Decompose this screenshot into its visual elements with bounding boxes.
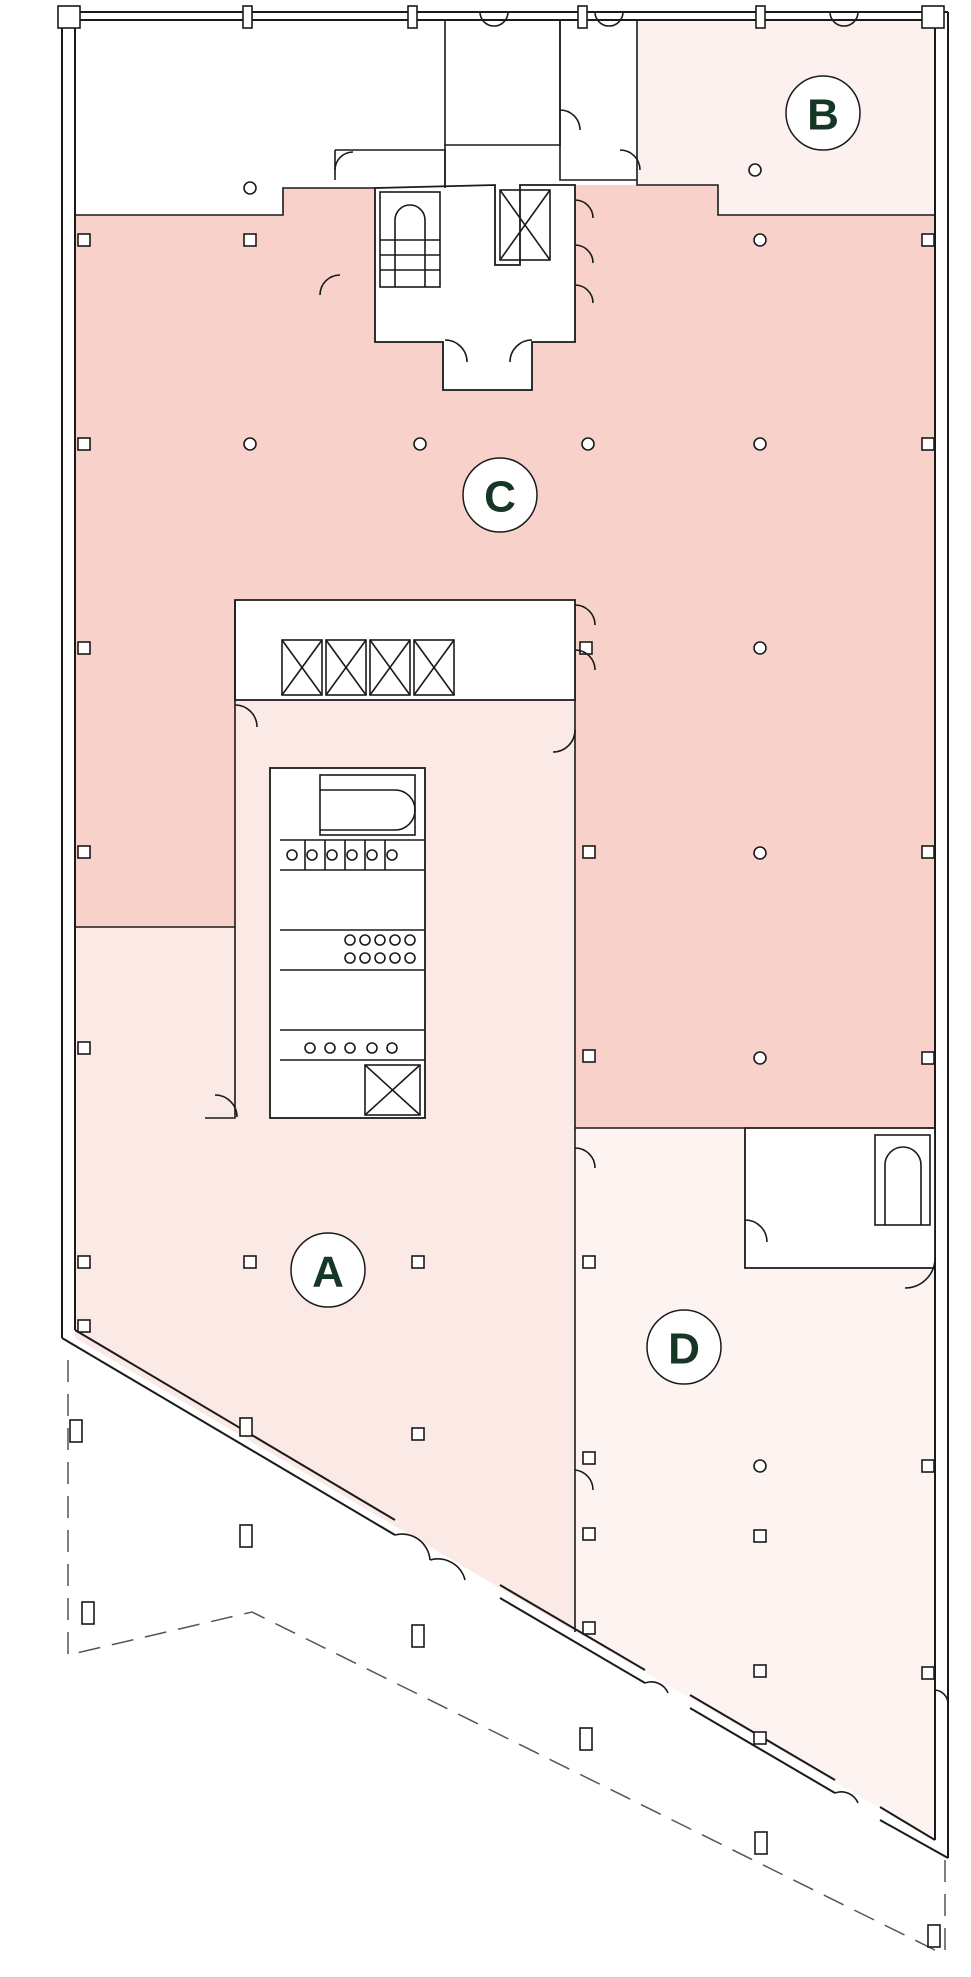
zone-label-b: B bbox=[785, 75, 861, 151]
exterior-outline bbox=[67, 1360, 946, 1956]
zones bbox=[75, 20, 935, 1840]
outer-walls bbox=[57, 5, 949, 1859]
elevator-icon bbox=[281, 639, 455, 1116]
toilet-icon bbox=[280, 839, 425, 1061]
zone-label-d: D bbox=[646, 1309, 722, 1385]
zone-b-label: B bbox=[807, 91, 839, 140]
zone-d-area[interactable] bbox=[575, 1128, 935, 1840]
stair-icon bbox=[319, 189, 931, 1226]
zone-a-label: A bbox=[312, 1248, 344, 1297]
zone-label-a: A bbox=[290, 1232, 366, 1308]
zone-a-area[interactable] bbox=[75, 700, 575, 1632]
door-swing-icon bbox=[214, 11, 949, 1804]
zone-d-label: D bbox=[668, 1325, 700, 1374]
column-icon bbox=[69, 163, 941, 1948]
zone-c-label: C bbox=[484, 473, 516, 522]
zone-label-c: C bbox=[462, 457, 538, 533]
